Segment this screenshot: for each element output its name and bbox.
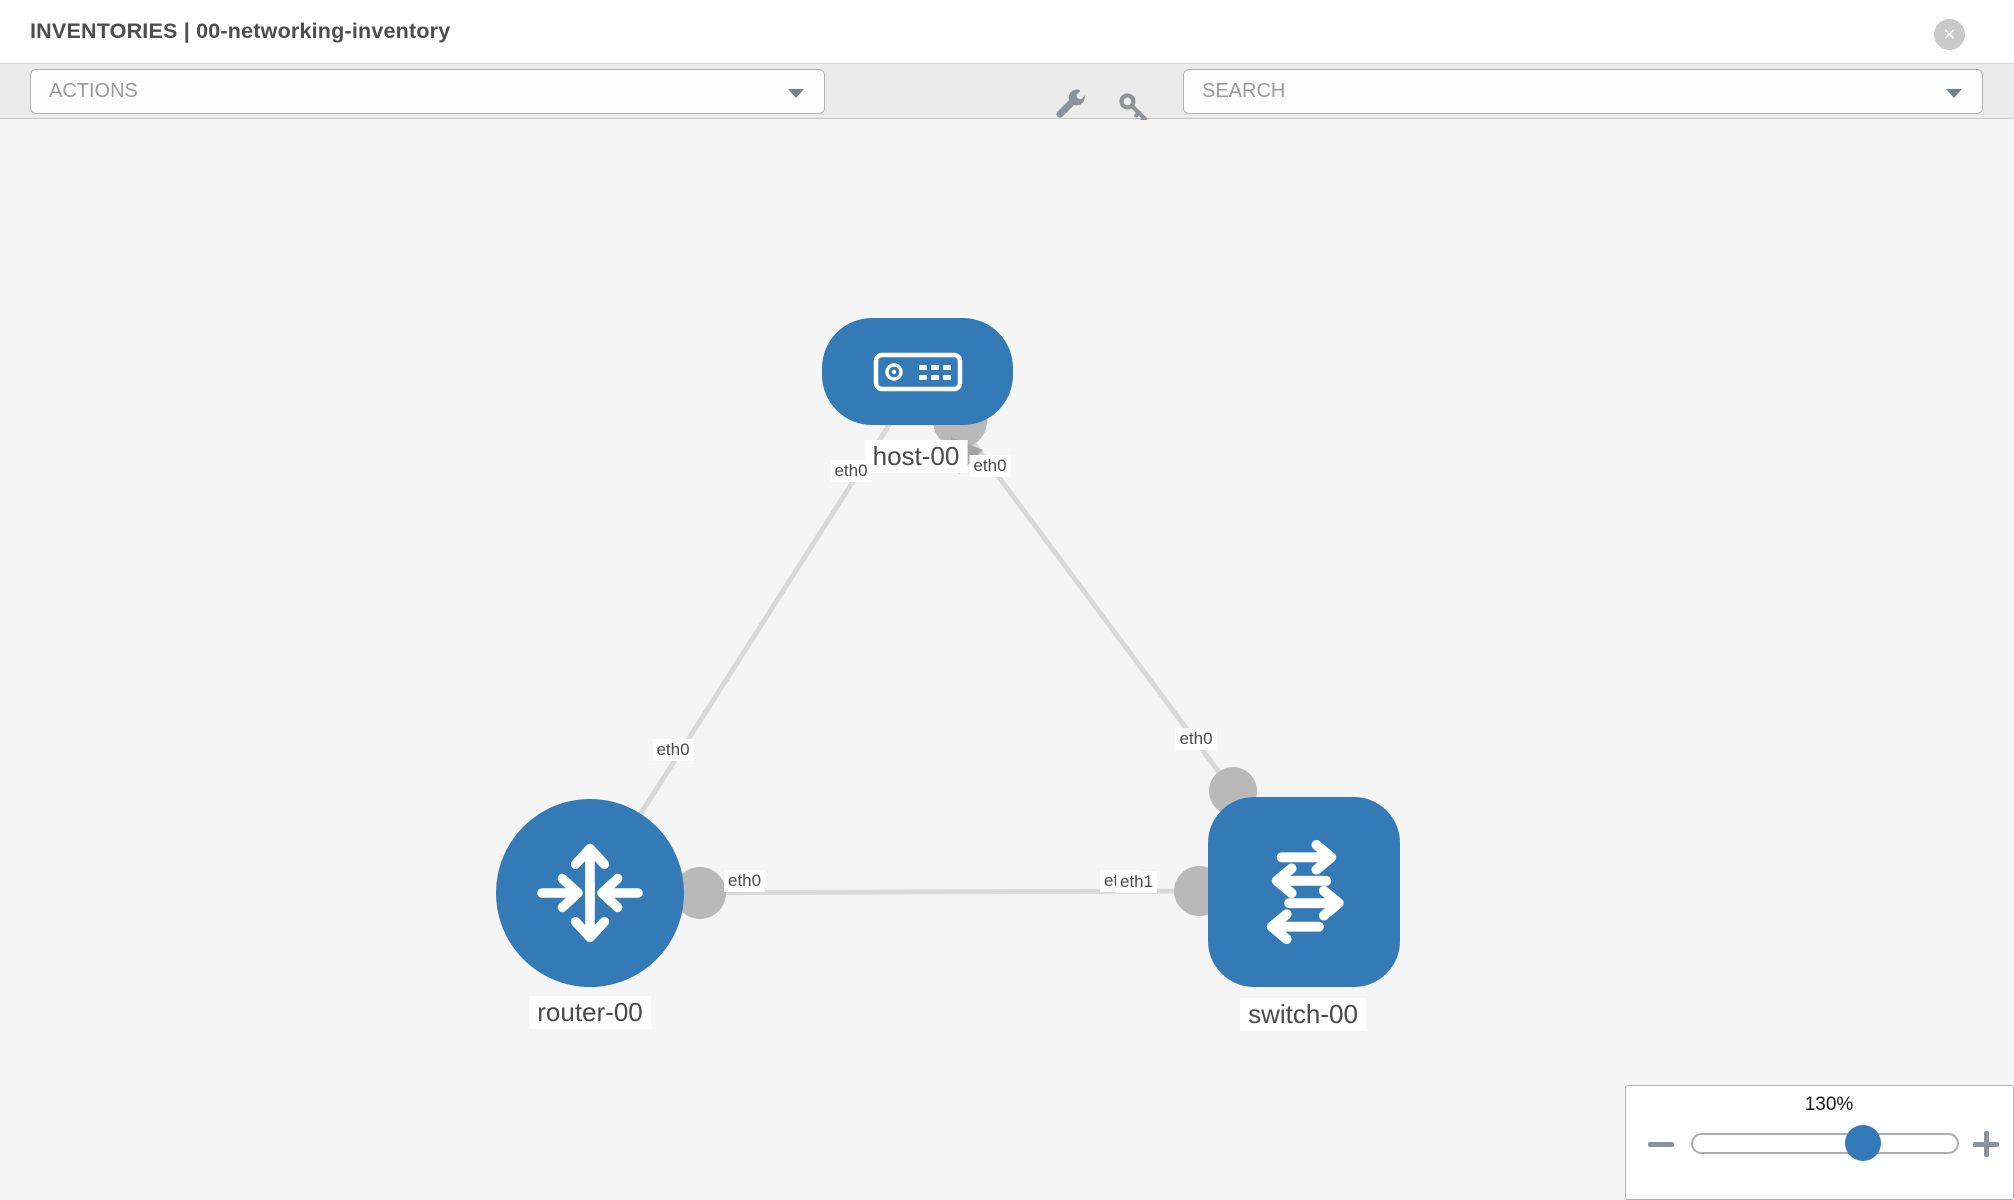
page-title: INVENTORIES | 00-networking-inventory bbox=[30, 19, 451, 43]
actions-dropdown[interactable]: ACTIONS bbox=[30, 69, 825, 114]
interface-label-host-right: eth0 bbox=[969, 455, 1011, 477]
search-dropdown[interactable]: SEARCH bbox=[1183, 69, 1983, 114]
toolbar: ACTIONS SEARCH bbox=[0, 63, 2014, 124]
zoom-slider-thumb[interactable] bbox=[1845, 1125, 1881, 1161]
node-router-00[interactable] bbox=[496, 799, 684, 987]
actions-dropdown-label: ACTIONS bbox=[49, 80, 138, 102]
link-router-host[interactable] bbox=[587, 406, 903, 895]
interface-label-router-host-link: eth0 bbox=[652, 739, 694, 761]
close-button[interactable]: ✕ bbox=[1934, 19, 1965, 50]
minus-icon bbox=[1648, 1142, 1674, 1147]
wrench-icon[interactable] bbox=[1054, 89, 1088, 123]
node-label-host: host-00 bbox=[864, 440, 968, 473]
topology-canvas[interactable] bbox=[0, 120, 2014, 1200]
switch-icon bbox=[1266, 839, 1344, 945]
interface-label-switch-port-front: eth1 bbox=[1116, 871, 1158, 893]
plus-icon bbox=[1984, 1131, 1989, 1157]
close-icon: ✕ bbox=[1942, 26, 1957, 44]
zoom-panel: 130% bbox=[1625, 1085, 2014, 1200]
interface-label-router-port: eth0 bbox=[724, 870, 766, 892]
router-icon bbox=[537, 843, 643, 943]
node-label-switch: switch-00 bbox=[1240, 998, 1366, 1031]
zoom-slider-track[interactable] bbox=[1691, 1133, 1959, 1154]
interface-label-host-switch-link: eth0 bbox=[1175, 728, 1217, 750]
header-bar: INVENTORIES | 00-networking-inventory ✕ bbox=[0, 0, 2014, 63]
interface-label-host-left: eth0 bbox=[830, 460, 872, 482]
chevron-down-icon bbox=[788, 89, 804, 98]
chevron-down-icon bbox=[1946, 89, 1962, 98]
topology-links-layer bbox=[587, 394, 1257, 919]
zoom-out-button[interactable] bbox=[1647, 1130, 1675, 1158]
zoom-level-value: 130% bbox=[1804, 1094, 1854, 1115]
host-icon bbox=[873, 352, 962, 391]
zoom-in-button[interactable] bbox=[1972, 1130, 2000, 1158]
search-dropdown-label: SEARCH bbox=[1202, 80, 1286, 102]
node-label-router: router-00 bbox=[529, 996, 651, 1029]
node-host-00[interactable] bbox=[822, 318, 1013, 425]
node-switch-00[interactable] bbox=[1208, 797, 1400, 987]
port-router-eth0 bbox=[674, 867, 726, 919]
